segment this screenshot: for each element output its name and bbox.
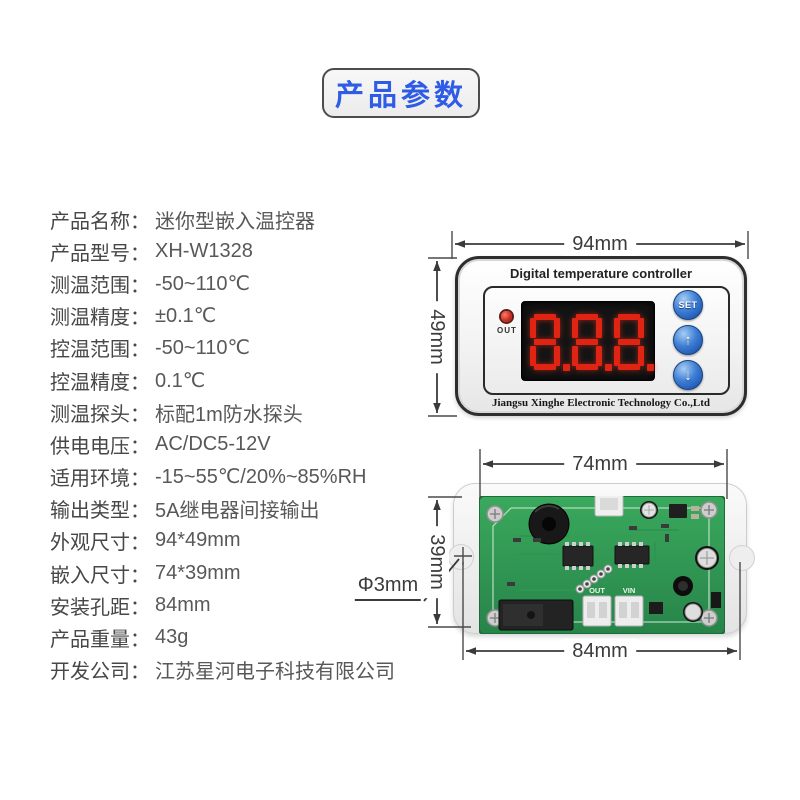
out-connector-icon: [582, 595, 612, 627]
spec-row-supply-voltage: 供电电压：AC/DC5-12V: [50, 428, 395, 460]
dim-label-hole-diameter: Φ3mm: [354, 573, 422, 601]
spec-list: 产品名称：迷你型嵌入温控器 产品型号：XH-W1328 测温范围：-50~110…: [50, 203, 395, 686]
spec-value: AC/DC5-12V: [155, 432, 271, 455]
spec-label: 测温精度：: [50, 307, 150, 330]
device-header-text: Digital temperature controller: [509, 266, 693, 281]
regulator-icon: [669, 504, 687, 518]
spec-row-probe: 测温探头：标配1m防水探头: [50, 396, 395, 428]
pcb-vin-label: VIN: [623, 586, 636, 595]
spec-value: 5A继电器间接输出: [155, 500, 320, 523]
spec-value: -50~110℃: [155, 272, 250, 295]
spec-value: XH-W1328: [155, 239, 253, 262]
spec-label: 产品名称：: [50, 210, 150, 233]
ic-chip-icon: [614, 542, 650, 568]
spec-value: 84mm: [155, 593, 211, 616]
spec-label: 安装孔距：: [50, 596, 150, 619]
controller-front-photo: Digital temperature controller OUT: [455, 256, 747, 416]
crystal-icon: [711, 592, 721, 608]
dim-label-74mm: 74mm: [564, 452, 636, 476]
seven-segment-display: [521, 301, 655, 381]
spec-value: 江苏星河电子科技有限公司: [155, 661, 395, 684]
spec-row-embed-size: 嵌入尺寸：74*39mm: [50, 557, 395, 589]
spec-label: 控温范围：: [50, 339, 150, 362]
controller-pcb-photo: OUT VIN: [448, 483, 755, 635]
spec-label: 外观尺寸：: [50, 532, 150, 555]
spec-value: 74*39mm: [155, 561, 241, 584]
dim-label-49mm: 49mm: [425, 301, 449, 373]
spec-row-environment: 适用环境：-15~55℃/20%~85%RH: [50, 461, 395, 493]
spec-row-control-accuracy: 控温精度：0.1℃: [50, 364, 395, 396]
spec-label: 产品重量：: [50, 629, 150, 652]
dim-label-84mm: 84mm: [564, 639, 636, 663]
pcb-graphic: OUT VIN: [478, 493, 726, 635]
relay-icon: [498, 599, 574, 631]
spec-row-output-type: 输出类型：5A继电器间接输出: [50, 493, 395, 525]
spec-row-outer-size: 外观尺寸：94*49mm: [50, 525, 395, 557]
spec-value: 标配1m防水探头: [155, 403, 303, 426]
transistor-icon: [649, 602, 663, 614]
vin-connector-icon: [614, 595, 644, 627]
set-button-label: SET: [678, 300, 698, 310]
spec-row-weight: 产品重量：43g: [50, 621, 395, 653]
spec-row-measure-range: 测温范围：-50~110℃: [50, 267, 395, 299]
device-brand-text: Jiangsu Xinghe Electronic Technology Co.…: [492, 397, 710, 409]
section-title: 产品参数: [334, 80, 467, 112]
section-title-badge: 产品参数: [322, 68, 480, 118]
spec-row-developer: 开发公司：江苏星河电子科技有限公司: [50, 654, 395, 686]
spec-row-product-name: 产品名称：迷你型嵌入温控器: [50, 203, 395, 235]
spec-value: 94*49mm: [155, 529, 241, 552]
spec-value: 43g: [155, 626, 189, 649]
spec-label: 测温探头：: [50, 403, 150, 426]
down-arrow-icon: ↓: [684, 366, 692, 384]
pcb-out-label: OUT: [589, 586, 605, 595]
set-button: SET: [673, 290, 703, 320]
buzzer-icon: [528, 503, 570, 545]
spec-label: 产品型号：: [50, 242, 150, 265]
spec-label: 嵌入尺寸：: [50, 564, 150, 587]
dim-label-94mm: 94mm: [564, 232, 636, 256]
spec-row-control-range: 控温范围：-50~110℃: [50, 332, 395, 364]
down-arrow-button: ↓: [673, 360, 703, 390]
spec-row-hole-distance: 安装孔距：84mm: [50, 589, 395, 621]
spec-value: -15~55℃/20%~85%RH: [155, 466, 367, 489]
spec-label: 输出类型：: [50, 500, 150, 523]
pcb-board: OUT VIN: [478, 493, 726, 635]
ic-chip-icon: [562, 542, 594, 570]
up-arrow-button: ↑: [673, 325, 703, 355]
out-led-label: OUT: [497, 326, 517, 335]
spec-value: ±0.1℃: [155, 305, 217, 328]
sensor-connector-icon: [594, 493, 624, 517]
spec-label: 控温精度：: [50, 371, 150, 394]
up-arrow-icon: ↑: [684, 331, 692, 349]
spec-value: 迷你型嵌入温控器: [155, 210, 315, 233]
mounting-ear-right: [729, 545, 755, 571]
dim-label-39mm: 39mm: [425, 526, 449, 598]
spec-row-measure-accuracy: 测温精度：±0.1℃: [50, 300, 395, 332]
out-led: [501, 311, 512, 322]
spec-row-model: 产品型号：XH-W1328: [50, 235, 395, 267]
spec-label: 供电电压：: [50, 435, 150, 458]
spec-label: 开发公司：: [50, 661, 150, 684]
mounting-ear-left: [448, 544, 474, 570]
spec-value: 0.1℃: [155, 369, 206, 392]
spec-value: -50~110℃: [155, 337, 250, 360]
spec-label: 测温范围：: [50, 274, 150, 297]
spec-label: 适用环境：: [50, 468, 150, 491]
header-pins-icon: [575, 564, 613, 594]
seven-segment-digits: [530, 314, 654, 371]
